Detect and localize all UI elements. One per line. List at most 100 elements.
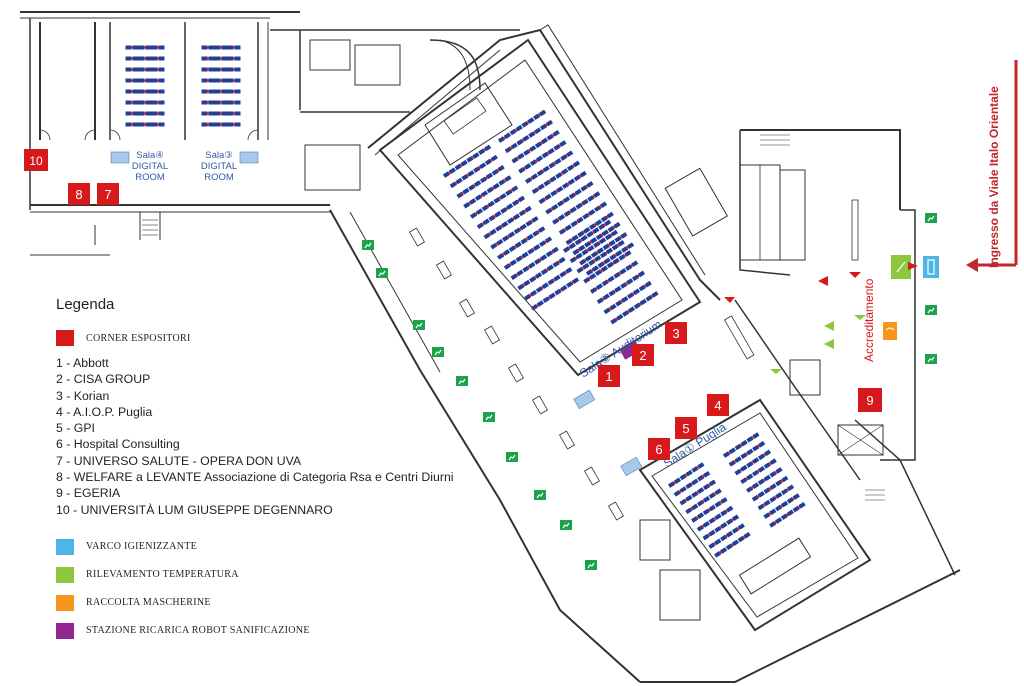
seat: [521, 117, 535, 128]
seat: [449, 177, 463, 189]
seat: [558, 224, 572, 235]
seat: [757, 449, 772, 461]
seat: [125, 78, 139, 83]
seat: [603, 303, 617, 315]
seat: [545, 203, 559, 215]
digital-room-screens: [110, 151, 259, 164]
seat: [722, 447, 737, 458]
seat: [495, 221, 509, 232]
seat: [740, 448, 754, 460]
svg-text:7: 7: [104, 187, 111, 202]
sala4-digital-label: DIGITAL: [132, 161, 168, 172]
seat: [201, 111, 215, 116]
svg-text:5: 5: [682, 421, 689, 436]
seat: [138, 78, 152, 83]
booth-3: 3: [665, 322, 687, 344]
digital-room-seats: [125, 45, 241, 127]
exhibitor-item: 2 - CISA GROUP: [56, 372, 151, 387]
seat: [543, 175, 557, 187]
accreditamento-label: Accreditamento: [862, 278, 876, 362]
seat: [529, 155, 544, 166]
corridor-tables: [408, 199, 859, 521]
seat: [227, 56, 241, 61]
accreditation-area: [664, 129, 916, 461]
seat: [227, 67, 241, 72]
exhibitor-item: 4 - A.I.O.P. Puglia: [56, 404, 153, 419]
seat: [615, 296, 629, 307]
robot-label: STAZIONE RICARICA ROBOT SANIFICAZIONE: [86, 625, 310, 637]
seat: [552, 256, 566, 268]
svg-text:6: 6: [655, 442, 662, 457]
seat: [201, 45, 215, 50]
seat: [138, 89, 152, 94]
booth-5: 5: [675, 417, 697, 439]
seat: [227, 89, 241, 94]
seat: [536, 165, 550, 177]
seat: [737, 531, 751, 543]
seat: [138, 122, 152, 127]
rilevamento-label: RILEVAMENTO TEMPERATURA: [86, 569, 239, 581]
seat: [691, 512, 705, 523]
seat: [751, 491, 765, 502]
seat: [474, 190, 489, 201]
digital-rooms-wing: [20, 11, 520, 256]
seat: [473, 162, 487, 173]
seat: [227, 45, 241, 50]
seat: [481, 200, 495, 212]
seat: [493, 193, 507, 204]
seat: [214, 89, 228, 94]
seat: [201, 56, 215, 61]
seat: [763, 483, 777, 494]
seat: [138, 45, 152, 50]
flow-arrows: [724, 262, 918, 374]
arrow-red-entrance: [908, 262, 918, 270]
seat: [728, 456, 742, 467]
varco-entrance-icon: [923, 256, 939, 278]
seat: [600, 211, 614, 223]
seat: [201, 67, 215, 72]
seat: [138, 111, 152, 116]
mascherine-label: RACCOLTA MASCHERINE: [86, 597, 211, 609]
seat: [596, 293, 610, 304]
seat: [702, 529, 716, 541]
seat: [708, 538, 722, 549]
seat: [696, 495, 711, 507]
seat: [697, 470, 711, 482]
seat: [685, 503, 699, 515]
seat: [550, 186, 564, 197]
seat: [539, 119, 553, 131]
seat: [517, 279, 531, 291]
seat: [726, 514, 740, 525]
seat: [557, 196, 571, 207]
seat: [151, 111, 165, 116]
seat: [546, 130, 560, 141]
exhibitor-item: 1 - Abbott: [56, 356, 109, 370]
seat: [696, 521, 710, 532]
seat: [510, 269, 524, 281]
exhibitor-item: 9 - EGERIA: [56, 486, 121, 501]
seat: [560, 150, 574, 161]
seat: [714, 547, 728, 558]
seat: [523, 145, 537, 156]
seat: [563, 206, 577, 217]
seat: [746, 457, 760, 468]
seat: [786, 493, 800, 504]
seat: [548, 158, 562, 169]
seat: [524, 173, 539, 184]
seat: [631, 270, 646, 282]
seat: [509, 124, 523, 136]
booth-8: 8: [68, 183, 90, 205]
svg-text:2: 2: [639, 348, 646, 363]
seat: [227, 100, 241, 105]
seat: [568, 188, 582, 200]
seat: [608, 285, 622, 297]
booth-1: 1: [598, 365, 620, 387]
exit-sign: [533, 489, 547, 501]
exit-sign: [924, 353, 938, 365]
seat: [757, 474, 771, 486]
sala3-room-label: ROOM: [204, 172, 234, 183]
seat: [214, 100, 228, 105]
seat: [769, 467, 783, 478]
seat: [461, 170, 475, 181]
seat: [227, 122, 241, 127]
